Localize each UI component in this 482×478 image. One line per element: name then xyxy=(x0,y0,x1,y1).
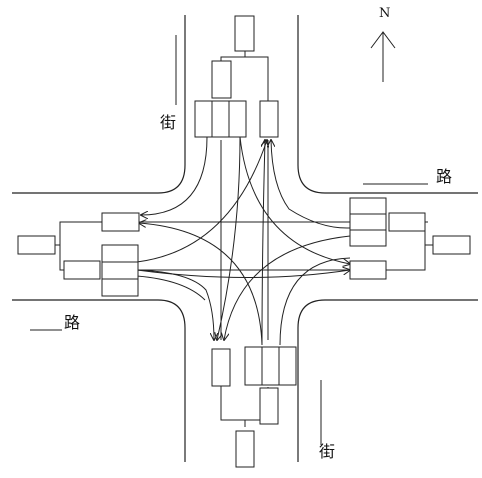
box-north-lane-2 xyxy=(211,100,230,138)
through-lines xyxy=(137,140,350,340)
road-label-right: 路 xyxy=(436,167,452,186)
box-west-queue xyxy=(63,260,101,280)
box-east-exit xyxy=(349,260,387,280)
box-south-queue xyxy=(259,387,279,425)
box-south-lane-2 xyxy=(261,346,280,386)
box-north-lane-3 xyxy=(228,100,247,138)
box-south-far xyxy=(235,430,255,468)
lane-boxes xyxy=(17,15,471,468)
box-south-lane-1 xyxy=(244,346,263,386)
north-arrow-icon xyxy=(370,31,396,82)
box-north-exit xyxy=(259,100,279,138)
box-west-lane-1 xyxy=(101,244,139,263)
box-east-far xyxy=(432,235,471,255)
north-label: N xyxy=(379,6,390,21)
box-east-lane-3 xyxy=(349,229,387,247)
road-label-left: 路 xyxy=(64,313,80,332)
box-south-lane-3 xyxy=(278,346,297,386)
box-west-lane-3 xyxy=(101,278,139,297)
box-west-lane-2 xyxy=(101,261,139,280)
road-edges xyxy=(12,15,478,462)
street-label-top: 街 xyxy=(160,113,176,132)
box-east-lane-2 xyxy=(349,213,387,231)
box-north-queue xyxy=(211,60,232,99)
box-east-queue xyxy=(388,212,426,232)
box-south-exit xyxy=(211,348,231,387)
box-west-exit xyxy=(101,212,140,232)
street-label-bottom: 街 xyxy=(319,442,335,461)
box-north-far xyxy=(234,15,255,52)
turning-paths xyxy=(136,136,350,346)
box-north-lane-1 xyxy=(194,100,213,138)
box-west-far xyxy=(17,235,56,255)
box-east-lane-1 xyxy=(349,197,387,215)
lane-markers xyxy=(30,35,428,445)
